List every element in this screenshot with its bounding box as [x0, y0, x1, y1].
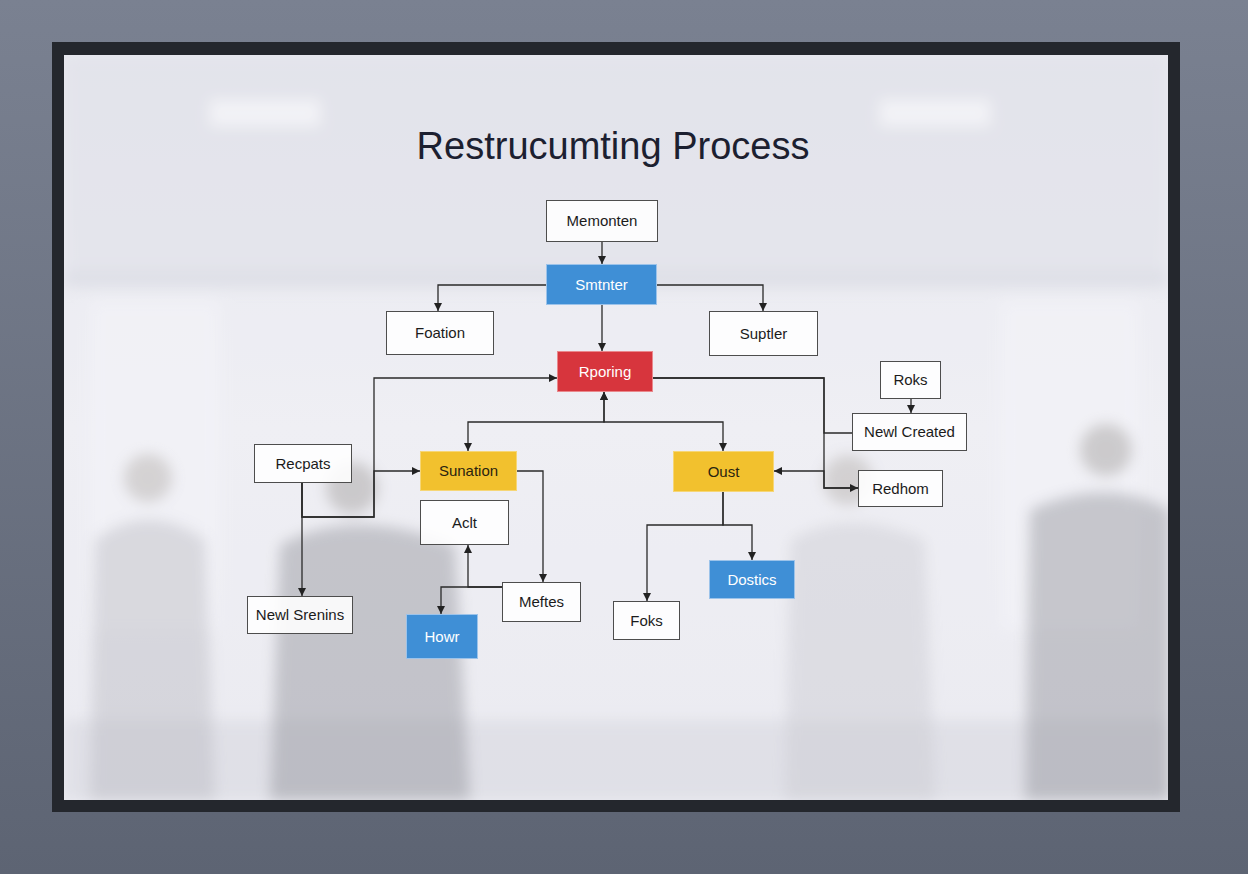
node-label: Howr	[424, 628, 459, 646]
node-label: Suptler	[740, 325, 788, 343]
process-box: Redhom	[858, 470, 943, 507]
node-label: Roks	[893, 371, 927, 389]
process-box: Recpats	[254, 444, 352, 483]
highlight-box: Smtnter	[546, 264, 657, 305]
connector-arrow	[653, 378, 852, 433]
connector-arrow	[438, 285, 546, 311]
node-label: Redhom	[872, 480, 929, 498]
highlight-box: Dostics	[709, 560, 795, 599]
process-box: Foation	[386, 311, 494, 355]
blurred-office	[64, 55, 1168, 800]
process-box: Newl Srenins	[247, 596, 353, 634]
connector-arrow	[657, 285, 763, 311]
stage-box: Sunation	[420, 451, 517, 491]
process-box: Meftes	[502, 582, 581, 622]
highlight-box: Howr	[406, 614, 478, 659]
node-label: Sunation	[439, 462, 498, 480]
process-box: Memonten	[546, 200, 658, 242]
node-label: Aclt	[452, 514, 477, 532]
office-room	[64, 55, 1168, 800]
screen-frame	[52, 42, 1180, 812]
process-box: Newl Created	[852, 413, 967, 451]
connector-arrow	[601, 305, 602, 351]
connector-arrow	[468, 545, 502, 587]
connector-arrow	[517, 471, 543, 582]
focus-box: Rporing	[557, 351, 653, 392]
node-label: Foks	[630, 612, 663, 630]
node-label: Meftes	[519, 593, 564, 611]
node-label: Oust	[708, 463, 740, 481]
connector-arrow	[723, 492, 752, 560]
node-label: Recpats	[275, 455, 330, 473]
connector-arrow	[468, 392, 604, 451]
node-label: Dostics	[727, 571, 776, 589]
node-label: Memonten	[567, 212, 638, 230]
process-box: Foks	[613, 601, 680, 640]
node-label: Foation	[415, 324, 465, 342]
process-box: Aclt	[420, 500, 509, 545]
connector-arrow	[301, 483, 302, 596]
connector-arrow	[774, 471, 858, 488]
node-label: Newl Srenins	[256, 606, 344, 624]
screen-glare	[64, 55, 1168, 800]
stage-box: Oust	[673, 451, 774, 492]
connector-arrow	[604, 392, 723, 451]
process-box: Suptler	[709, 311, 818, 356]
node-label: Rporing	[579, 363, 632, 381]
connector-arrow	[910, 399, 911, 413]
connector-arrow	[601, 242, 602, 264]
node-label: Smtnter	[575, 276, 628, 294]
screen	[64, 55, 1168, 800]
process-box: Roks	[880, 361, 941, 399]
node-label: Newl Created	[864, 423, 955, 441]
diagram-title: Restrucumting Process	[313, 120, 913, 172]
connector-arrow	[441, 587, 502, 614]
